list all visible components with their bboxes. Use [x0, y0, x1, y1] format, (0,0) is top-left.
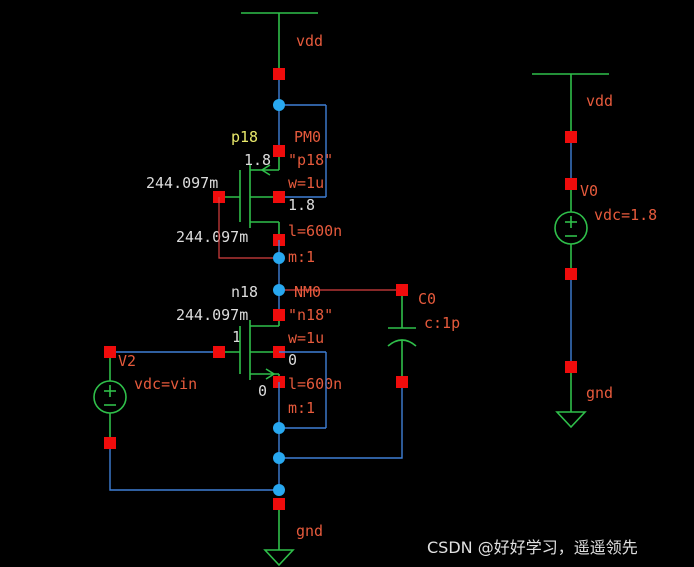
nmos-bulk-voltage: 0: [288, 351, 297, 369]
v2-instance-name: V2: [118, 352, 136, 370]
nmos-instance-name: NM0: [294, 283, 321, 301]
nmos-transistor-symbol[interactable]: [222, 315, 280, 382]
v2-value: vdc=vin: [134, 375, 197, 393]
vdd-supply-symbol[interactable]: [241, 12, 318, 74]
cap-value: c:1p: [424, 314, 460, 332]
v2-minus-pin[interactable]: [104, 437, 116, 449]
v0-plus-pin[interactable]: [565, 178, 577, 190]
pmos-top-voltage: 1.8: [244, 151, 271, 169]
v2-voltage-source-symbol[interactable]: [93, 358, 127, 437]
nmos-source-voltage: 0: [258, 382, 267, 400]
nmos-gate-voltage: 1: [232, 328, 241, 346]
pmos-drain-voltage: 244.097m: [176, 228, 248, 246]
pmos-gate-voltage: 244.097m: [146, 174, 218, 192]
pmos-source-pin[interactable]: [273, 145, 285, 157]
cap-gnd-node[interactable]: [273, 452, 285, 464]
v0-minus-pin[interactable]: [565, 268, 577, 280]
gnd-node[interactable]: [273, 484, 285, 496]
vdd-net-label: vdd: [296, 32, 323, 50]
pmos-gate-wire: [218, 197, 279, 259]
pmos-length: l=600n: [288, 222, 342, 240]
v0-instance-name: V0: [580, 182, 598, 200]
pmos-model-tag: p18: [231, 128, 258, 146]
vdd-node[interactable]: [273, 99, 285, 111]
gnd-pin[interactable]: [273, 498, 285, 510]
pmos-instance-name: PM0: [294, 128, 321, 146]
nmos-drain-voltage: 244.097m: [176, 306, 248, 324]
nmos-model-name: "n18": [288, 306, 333, 324]
nmos-width: w=1u: [288, 329, 324, 347]
v0-gnd-net-label: gnd: [586, 384, 613, 402]
watermark: CSDN @好好学习，遥遥领先: [427, 538, 638, 557]
cap-top-pin[interactable]: [396, 284, 408, 296]
nmos-model-tag: n18: [231, 283, 258, 301]
nmos-bulk-node[interactable]: [273, 422, 285, 434]
nmos-multiplier: m:1: [288, 399, 315, 417]
cap-instance-name: C0: [418, 290, 436, 308]
pmos-bulk-pin[interactable]: [273, 191, 285, 203]
vdd-pin[interactable]: [273, 68, 285, 80]
pmos-multiplier: m:1: [288, 248, 315, 266]
pmos-bulk-voltage: 1.8: [288, 196, 315, 214]
cap-bottom-pin[interactable]: [396, 376, 408, 388]
output-node[interactable]: [273, 284, 285, 296]
pmos-width: w=1u: [288, 174, 324, 192]
nmos-gate-pin[interactable]: [213, 346, 225, 358]
v2-plus-pin[interactable]: [104, 346, 116, 358]
nmos-drain-pin[interactable]: [273, 309, 285, 321]
pmos-model-name: "p18": [288, 151, 333, 169]
nmos-length: l=600n: [288, 375, 342, 393]
gnd-symbol[interactable]: [263, 510, 295, 567]
v0-value: vdc=1.8: [594, 206, 657, 224]
gnd-net-label: gnd: [296, 522, 323, 540]
cap-to-gnd-wire: [279, 388, 403, 459]
v2-to-gnd-wire: [109, 449, 279, 491]
v0-vdd-net-label: vdd: [586, 92, 613, 110]
v0-gnd-symbol[interactable]: [555, 373, 587, 429]
v0-vdd-pin[interactable]: [565, 131, 577, 143]
pmos-drain-node[interactable]: [273, 252, 285, 264]
v0-gnd-pin[interactable]: [565, 361, 577, 373]
v0-voltage-source-symbol[interactable]: [554, 190, 588, 268]
capacitor-symbol[interactable]: [387, 296, 417, 376]
v0-vdd-supply-symbol[interactable]: [532, 73, 609, 131]
